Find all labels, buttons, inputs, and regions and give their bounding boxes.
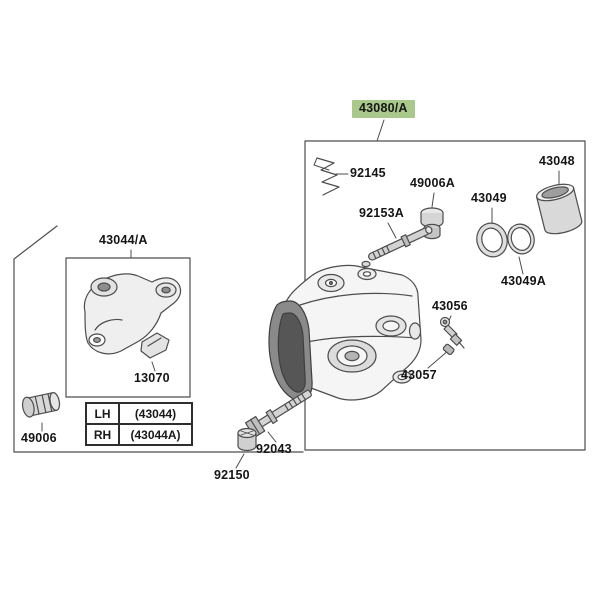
caliper-body [268,260,422,402]
bracket-body [83,273,182,355]
part-label-43057: 43057 [401,368,437,382]
fiche-frame [13,225,304,453]
part-label-43049A: 43049A [501,274,546,288]
slide-pin-part [368,226,433,261]
seal-43049A-part [507,223,535,255]
part-label-92153A: 92153A [359,206,404,220]
cap-92150-part [237,427,257,452]
part-label-43080A[interactable]: 43080/A [352,100,415,118]
bleed-cap-part [442,343,455,356]
variant-table-cell-side: RH [86,424,119,445]
variant-table-cell-part: (43044A) [119,424,192,445]
variant-table-cell-part: (43044) [119,403,192,424]
part-label-43049: 43049 [471,191,507,205]
part-label-13070: 13070 [134,371,170,385]
part-label-92145: 92145 [350,166,386,180]
bolt-part [244,389,312,438]
part-label-92043: 92043 [256,442,292,456]
part-label-43056: 43056 [432,299,468,313]
pad-spring-clip [313,157,340,196]
bracket-box [65,257,191,398]
pad-clip-part [140,332,170,359]
part-label-49006A: 49006A [410,176,455,190]
part-label-92150: 92150 [214,468,250,482]
variant-table-cell-side: LH [86,403,119,424]
seal-43049-part [476,222,508,258]
part-label-49006: 49006 [21,431,57,445]
variant-table: LH (43044) RH (43044A) [85,402,193,446]
boot-49006-part [21,392,61,418]
bleed-valve-part [439,316,465,349]
piston-part [536,183,583,235]
part-label-43048: 43048 [539,154,575,168]
part-label-43044A: 43044/A [99,233,148,247]
